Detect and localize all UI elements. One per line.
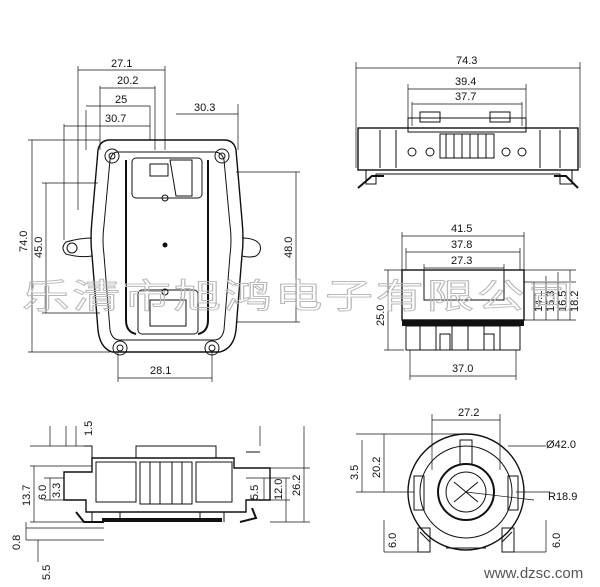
dim-6-0-left: 6.0 [387,533,399,548]
dim-39-4: 39.4 [455,76,476,88]
dim-0-8: 0.8 [11,535,23,550]
dim-radius-18-9: R18.9 [548,491,577,503]
dim-26-2: 26.2 [291,475,303,496]
dim-30-3: 30.3 [194,102,215,114]
dim-20-2: 20.2 [117,75,138,87]
dim-6-0-right: 6.0 [551,533,563,548]
dim-27-3: 27.3 [451,255,472,267]
dim-6-0: 6.0 [37,485,49,500]
dim-5-5-right: 5.5 [249,485,261,500]
dim-13-7: 13.7 [21,485,33,506]
dim-30-7: 30.7 [105,113,126,125]
dim-25-0: 25.0 [375,305,387,326]
dim-18-2: 18.2 [569,291,581,312]
dim-3-5: 3.5 [349,465,361,480]
dim-14-1: 14.1 [533,291,545,312]
dim-20-2-round: 20.2 [371,457,383,478]
dim-diameter-42: Ø42.0 [546,439,576,451]
dim-37-7: 37.7 [455,91,476,103]
dim-1-5: 1.5 [83,421,95,436]
dim-74-3: 74.3 [456,55,477,67]
dim-27-2: 27.2 [458,407,479,419]
dim-12-0: 12.0 [273,479,285,500]
side-view-pins [407,133,527,159]
dim-37-0: 37.0 [452,363,473,375]
dim-37-8: 37.8 [451,239,472,251]
dim-27-1: 27.1 [111,58,132,70]
dim-48-0: 48.0 [283,237,295,258]
site-url: www.dzsc.com [483,565,583,582]
dim-3-3: 3.3 [51,483,63,498]
side-view: 74.3 39.4 37.7 [355,55,581,189]
dim-25: 25 [115,94,127,106]
plan-view: 27.1 20.2 25 30.7 30.3 74.0 45.0 48.0 28… [18,58,300,382]
front-view: 41.5 37.8 27.3 37.0 25.0 14.1 15.3 16.5 … [375,223,581,380]
dim-74-0: 74.0 [18,231,30,252]
dim-15-3: 15.3 [545,291,557,312]
company-watermark: 乐清市旭鸿电子有限公司 [22,277,578,317]
round-view: 27.2 Ø42.0 R18.9 3.5 20.2 6.0 6.0 [349,407,577,553]
section-view: 1.5 13.7 6.0 3.3 0.8 5.5 5.5 12.0 26.2 [11,421,310,580]
dim-41-5: 41.5 [451,223,472,235]
dim-5-5-left: 5.5 [41,565,53,580]
dim-28-1: 28.1 [150,365,171,377]
dim-45-0: 45.0 [33,237,45,258]
dim-16-5: 16.5 [557,291,569,312]
